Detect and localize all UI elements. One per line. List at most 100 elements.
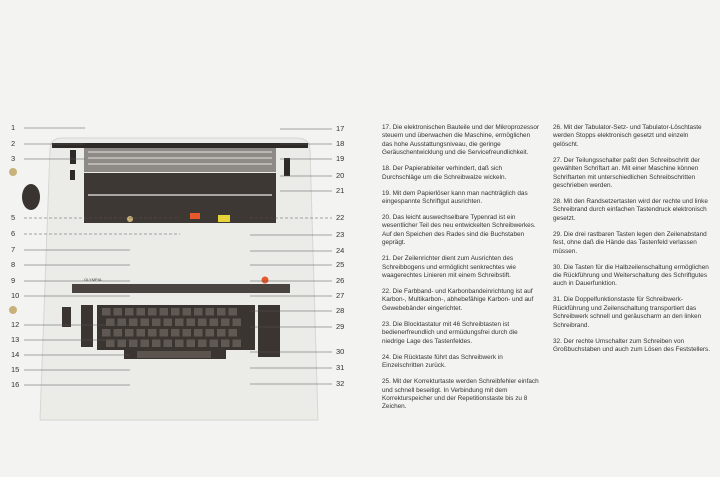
key[interactable] — [182, 308, 192, 316]
key[interactable] — [232, 339, 242, 348]
key[interactable] — [194, 329, 203, 337]
key[interactable] — [221, 339, 230, 348]
key[interactable] — [186, 318, 196, 327]
key[interactable] — [117, 318, 127, 327]
key[interactable] — [209, 339, 219, 348]
key[interactable] — [159, 308, 169, 316]
function-keypad — [258, 305, 280, 357]
key[interactable] — [217, 308, 226, 316]
key[interactable] — [125, 329, 134, 337]
callout-1: 1 — [11, 123, 16, 132]
key[interactable] — [152, 318, 161, 327]
key[interactable] — [113, 329, 123, 337]
description-item: 31. Die Doppelfunktionstaste für Schreib… — [553, 296, 702, 329]
key[interactable] — [136, 308, 146, 316]
key[interactable] — [228, 329, 238, 337]
description-item: 25. Mit der Korrekturtaste werden Schrei… — [382, 378, 539, 411]
key[interactable] — [117, 339, 127, 348]
key[interactable] — [232, 318, 242, 327]
key[interactable] — [205, 329, 215, 337]
key[interactable] — [175, 339, 184, 348]
description-column-2: 26. Mit der Tabulator-Setz- und Tabulato… — [553, 124, 711, 362]
callout-lines — [24, 127, 332, 386]
description-item: 32. Der rechte Umschalter zum Schreiben … — [553, 337, 711, 354]
key[interactable] — [102, 308, 111, 316]
callout-23: 23 — [336, 230, 345, 239]
key[interactable] — [182, 329, 192, 337]
description-item: 23. Die Blocktastatur mit 46 Schreibtast… — [382, 320, 518, 345]
description-item: 26. Mit der Tabulator-Setz- und Tabulato… — [553, 124, 702, 148]
callout-20: 20 — [336, 171, 345, 180]
key[interactable] — [106, 318, 115, 327]
key[interactable] — [129, 318, 138, 327]
callout-30: 30 — [336, 347, 345, 356]
key[interactable] — [163, 339, 173, 348]
key[interactable] — [148, 329, 157, 337]
description-item: 22. Die Farbband- und Karbonbandeinricht… — [382, 288, 534, 312]
correction-ribbon — [190, 213, 200, 219]
description-item: 28. Mit den Randsetzertasten wird der re… — [553, 198, 708, 222]
key[interactable] — [140, 318, 150, 327]
key[interactable] — [113, 308, 123, 316]
key[interactable] — [136, 329, 146, 337]
callout-32: 32 — [336, 379, 345, 388]
callout-31: 31 — [336, 363, 345, 372]
callout-10: 10 — [11, 291, 20, 300]
key[interactable] — [148, 308, 157, 316]
margin-scale — [72, 284, 290, 293]
key[interactable] — [171, 329, 180, 337]
callout-2: 2 — [11, 139, 16, 148]
description-item: 30. Die Tasten für die Halbzeilenschaltu… — [553, 263, 709, 288]
callout-5: 5 — [11, 213, 16, 222]
callout-28: 28 — [336, 306, 345, 315]
space-bar — [137, 351, 211, 358]
key[interactable] — [129, 339, 138, 348]
key[interactable] — [159, 329, 169, 337]
platen-knob — [22, 184, 40, 210]
key[interactable] — [140, 339, 150, 348]
description-item: 18. Der Papierableiter verhindert, daß s… — [382, 165, 507, 181]
callout-12: 12 — [11, 320, 20, 329]
key[interactable] — [228, 308, 238, 316]
callout-6: 6 — [11, 229, 16, 238]
callout-25: 25 — [336, 260, 345, 269]
callout-19: 19 — [336, 154, 345, 163]
key[interactable] — [209, 318, 219, 327]
key[interactable] — [205, 308, 215, 316]
key[interactable] — [106, 339, 115, 348]
key[interactable] — [198, 339, 207, 348]
callout-26: 26 — [336, 276, 345, 285]
key[interactable] — [163, 318, 173, 327]
description-item: 17. Die elektronischen Bauteile und der … — [382, 124, 540, 157]
key[interactable] — [171, 308, 180, 316]
callout-3: 3 — [11, 154, 16, 163]
key[interactable] — [198, 318, 207, 327]
description-item: 24. Die Rücktaste führt das Schreibwerk … — [382, 353, 503, 370]
key[interactable] — [175, 318, 184, 327]
callout-15: 15 — [11, 365, 20, 374]
callout-7: 7 — [11, 245, 16, 254]
paper-release-lever — [284, 158, 290, 176]
key[interactable] — [152, 339, 161, 348]
callout-14: 14 — [11, 350, 20, 359]
key[interactable] — [194, 308, 203, 316]
typewheel-compartment — [84, 173, 276, 223]
description-item: 27. Der Teilungsschalter paßt den Schrei… — [553, 156, 700, 190]
typewriter-body: OLYMPIA — [9, 137, 319, 421]
key[interactable] — [221, 318, 230, 327]
callout-17: 17 — [336, 124, 345, 133]
description-item: 20. Das leicht auswechselbare Typenrad i… — [382, 214, 536, 247]
callout-18: 18 — [336, 139, 345, 148]
key[interactable] — [186, 339, 196, 348]
key[interactable] — [102, 329, 111, 337]
paper-guide — [52, 143, 308, 148]
key[interactable] — [125, 308, 134, 316]
description-item: 19. Mit dem Papierlöser kann man nachträ… — [382, 189, 528, 206]
callout-16: 16 — [11, 380, 20, 389]
description-column-1: 17. Die elektronischen Bauteile und der … — [382, 124, 540, 419]
callout-8: 8 — [11, 260, 16, 269]
typewriter-diagram: OLYMPIA — [9, 127, 332, 421]
callout-22: 22 — [336, 213, 345, 222]
callout-9: 9 — [11, 276, 16, 285]
key[interactable] — [217, 329, 226, 337]
